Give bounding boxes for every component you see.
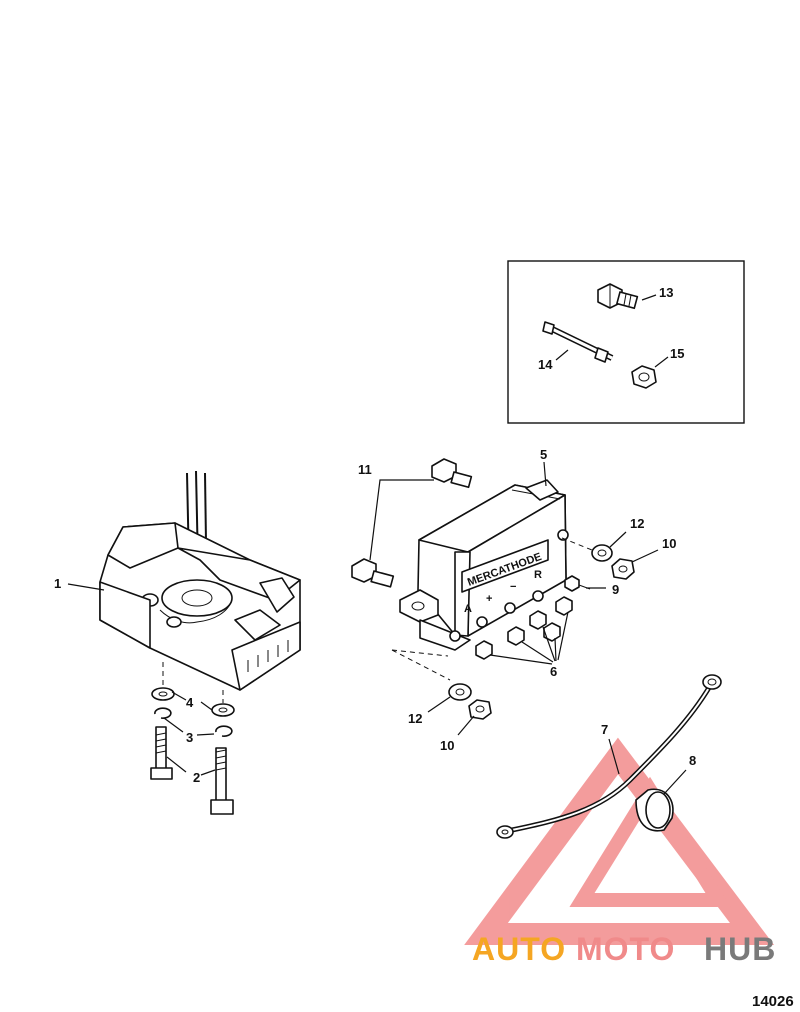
terminal-a-label: A bbox=[464, 603, 472, 615]
part-11-screw-left bbox=[351, 558, 395, 588]
part-4-washer-left bbox=[151, 687, 175, 701]
part-3-lockwasher-right bbox=[215, 725, 233, 737]
part-2-bolt-right bbox=[210, 747, 234, 815]
part-6-nut-3 bbox=[529, 610, 547, 630]
watermark-moto: MOTO bbox=[576, 931, 675, 967]
part-6-nut-1 bbox=[475, 640, 493, 660]
inset-frame bbox=[507, 260, 745, 424]
callout-8: 8 bbox=[689, 753, 696, 768]
callout-7: 7 bbox=[601, 722, 608, 737]
part-10-nut-right bbox=[611, 558, 635, 580]
callout-9: 9 bbox=[612, 582, 619, 597]
part-7-ground-wire bbox=[496, 674, 722, 839]
part-12-washer-lower bbox=[448, 683, 472, 701]
callout-3: 3 bbox=[186, 730, 193, 745]
watermark-auto: AUTO bbox=[472, 931, 566, 967]
callout-13: 13 bbox=[659, 285, 673, 300]
part-1-bracket bbox=[99, 470, 301, 691]
watermark-triangle-inner bbox=[569, 776, 731, 907]
part-5-mercathode-controller: MERCATHODE A + − R bbox=[399, 479, 569, 651]
callout-15: 15 bbox=[670, 346, 684, 361]
part-14-stud bbox=[542, 321, 614, 363]
part-10-nut-lower bbox=[468, 699, 492, 720]
terminal-plus-label: + bbox=[486, 593, 492, 605]
callout-10-bottom: 10 bbox=[440, 738, 454, 753]
callout-14: 14 bbox=[538, 357, 553, 372]
watermark-text: AUTO MOTO HUB bbox=[472, 931, 776, 967]
part-9-screw bbox=[564, 575, 591, 592]
part-8-sleeve bbox=[635, 788, 674, 832]
watermark-hub: HUB bbox=[704, 931, 776, 967]
callout-6: 6 bbox=[550, 664, 557, 679]
callout-12-top: 12 bbox=[630, 516, 644, 531]
part-4-washer-right bbox=[211, 703, 235, 717]
callout-5: 5 bbox=[540, 447, 547, 462]
part-6-nut-2 bbox=[507, 626, 525, 646]
callout-1: 1 bbox=[54, 576, 61, 591]
part-12-washer-right bbox=[591, 544, 613, 562]
watermark-logo bbox=[464, 737, 775, 945]
callout-11: 11 bbox=[358, 462, 372, 477]
callout-2: 2 bbox=[193, 770, 200, 785]
part-3-lockwasher-left bbox=[154, 707, 172, 719]
callout-10-top: 10 bbox=[662, 536, 676, 551]
figure-id: 14026 bbox=[752, 993, 794, 1010]
callout-4: 4 bbox=[186, 695, 194, 710]
part-11-screw-top bbox=[431, 458, 473, 489]
part-13-bolt bbox=[597, 283, 639, 310]
part-6-nut-4 bbox=[543, 622, 561, 642]
part-6-nut-5 bbox=[555, 596, 573, 616]
terminal-r-label: R bbox=[534, 569, 542, 581]
part-2-bolt-left bbox=[150, 726, 173, 780]
part-15-nut bbox=[631, 365, 657, 389]
callout-12-bottom: 12 bbox=[408, 711, 422, 726]
terminal-minus-label: − bbox=[510, 581, 516, 593]
